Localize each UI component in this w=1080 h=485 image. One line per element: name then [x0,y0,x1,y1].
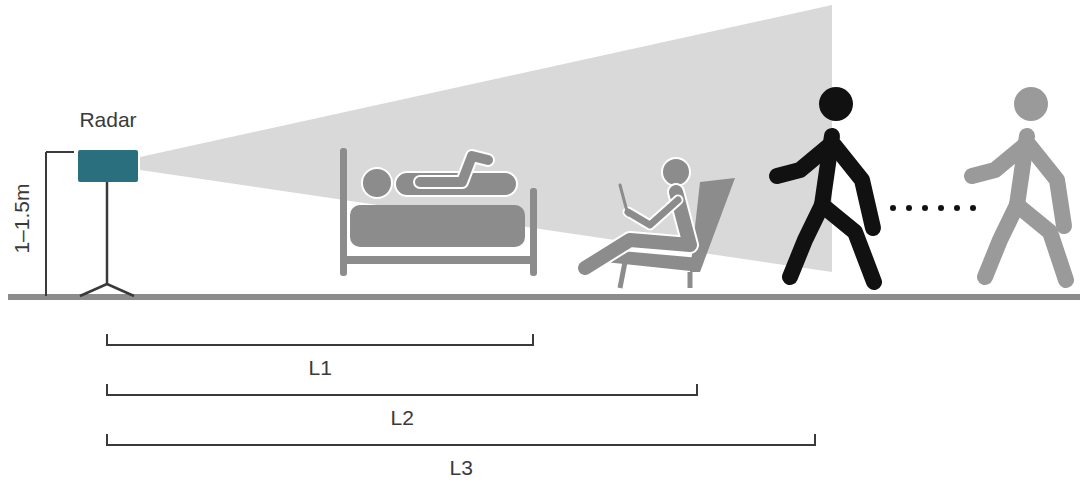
distance-label: L1 [309,356,332,379]
dot [954,205,960,211]
sitting-person [585,158,690,268]
walking-person [777,87,874,282]
distance-bracket [107,334,815,445]
radar-beam [140,5,832,272]
device-label: Radar [79,108,136,131]
distance-label: L2 [391,406,414,429]
ground-line [8,294,1080,300]
lying-person [362,156,517,198]
dot [890,205,896,211]
continuation-dots [890,205,976,211]
height-dimension: 1–1.5m [10,183,33,253]
dot [970,205,976,211]
distance-label: L3 [450,456,473,479]
radar-unit: Radar [78,150,138,182]
bed [340,148,537,276]
tripod [80,182,134,296]
height-bracket [46,152,74,296]
dot [922,205,928,211]
walking-person [972,87,1066,280]
dot [938,205,944,211]
dot [906,205,912,211]
